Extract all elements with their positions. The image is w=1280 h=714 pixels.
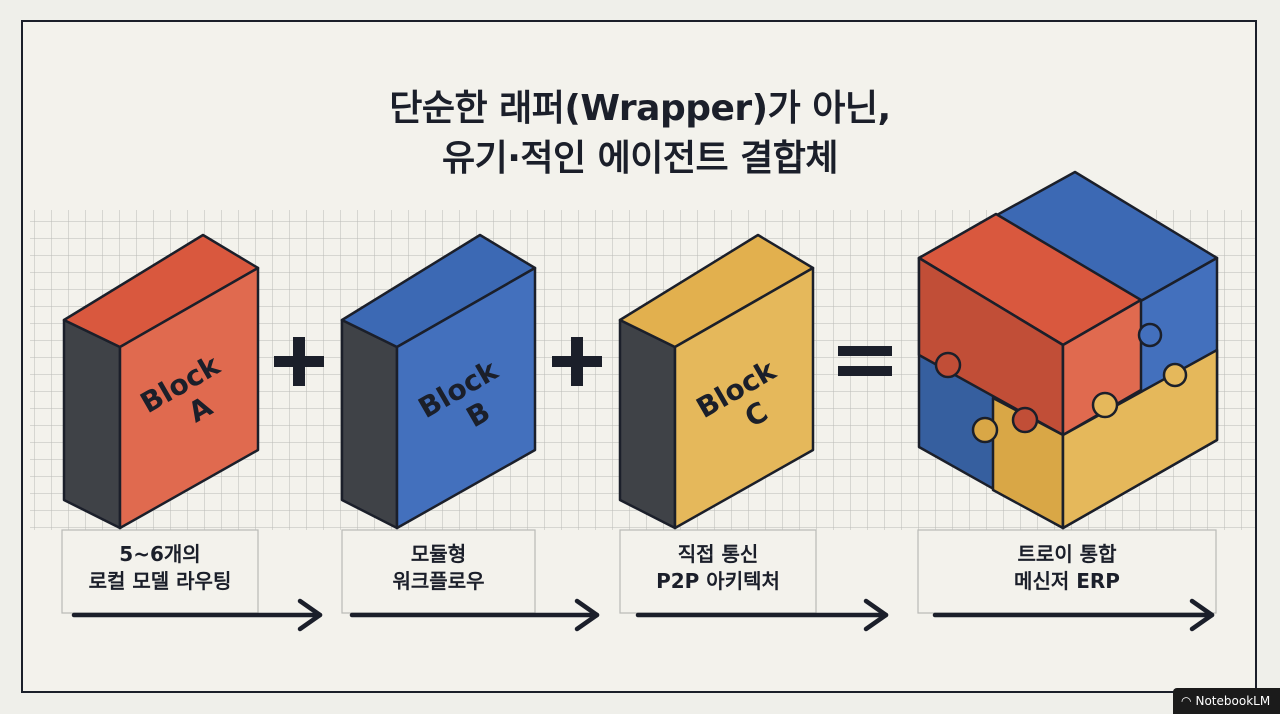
cube-right-red	[1061, 298, 1143, 437]
caption-block-a-line-1: 5~6개의	[119, 542, 201, 566]
block-b	[340, 233, 537, 530]
knob-4	[1091, 391, 1119, 419]
caption-block-b-line-1: 모듈형	[410, 542, 467, 566]
plus-sign-2	[552, 337, 602, 386]
knob-3	[1011, 406, 1039, 434]
notebooklm-logo-icon: ◠	[1181, 694, 1192, 708]
arrow-3	[635, 598, 889, 632]
caption-block-b: 모듈형 워크플로우	[342, 541, 535, 595]
caption-block-c-line-2: P2P 아키텍처	[656, 569, 780, 593]
knob-6	[1137, 322, 1163, 348]
watermark-text: NotebookLM	[1195, 694, 1271, 708]
equals-sign	[838, 346, 892, 376]
arrow-2	[349, 598, 600, 632]
page-title: 단순한 래퍼(Wrapper)가 아닌, 유기·적인 에이전트 결합체	[0, 84, 1280, 184]
caption-result-line-2: 메신저 ERP	[1014, 569, 1120, 593]
title-line-1: 단순한 래퍼(Wrapper)가 아닌,	[389, 88, 891, 129]
notebooklm-watermark: ◠NotebookLM	[1173, 688, 1280, 714]
caption-block-c: 직접 통신 P2P 아키텍처	[620, 541, 816, 595]
block-c-side	[618, 318, 677, 530]
block-a-side	[62, 318, 122, 530]
knob-5	[1162, 362, 1188, 388]
block-c	[618, 233, 815, 530]
caption-result-line-1: 트로이 통합	[1017, 542, 1117, 566]
puzzle-cube	[917, 170, 1219, 530]
plus-sign-1	[274, 337, 324, 386]
block-b-side	[340, 318, 399, 530]
knob-1	[934, 351, 962, 379]
title-line-2: 유기·적인 에이전트 결합체	[441, 138, 839, 179]
arrow-4	[932, 598, 1215, 632]
caption-block-a-line-2: 로컬 모델 라우팅	[88, 569, 232, 593]
block-b-front	[395, 266, 537, 530]
caption-block-c-line-1: 직접 통신	[677, 542, 759, 566]
caption-result: 트로이 통합 메신저 ERP	[918, 541, 1216, 595]
block-c-front	[673, 266, 815, 530]
block-a	[62, 233, 260, 530]
caption-block-a: 5~6개의 로컬 모델 라우팅	[62, 541, 258, 595]
arrows	[71, 598, 1215, 632]
block-a-front	[118, 266, 260, 530]
arrow-1	[71, 598, 323, 632]
knob-2	[971, 416, 999, 444]
caption-block-b-line-2: 워크플로우	[392, 569, 485, 593]
